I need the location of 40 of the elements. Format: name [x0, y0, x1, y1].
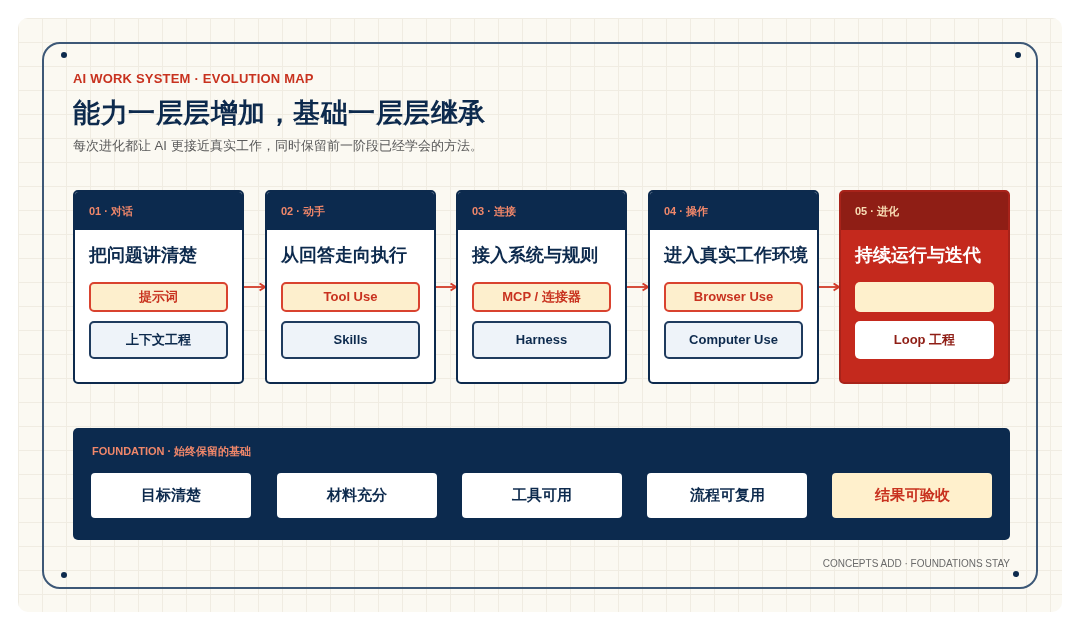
featured-concept-tag: Tool Use — [281, 282, 420, 312]
stage-title: 接入系统与规则 — [472, 244, 598, 267]
stage-card — [265, 190, 436, 384]
foundation-item: 材料充分 — [277, 473, 437, 518]
foundation-item: 工具可用 — [462, 473, 622, 518]
arrow — [243, 282, 266, 292]
concept-tag: 上下文工程 — [89, 321, 228, 359]
stage-card — [648, 190, 819, 384]
concept-tag: Computer Use — [664, 321, 803, 359]
stage-title: 进入真实工作环境 — [664, 244, 808, 267]
featured-concept-tag: MCP / 连接器 — [472, 282, 611, 312]
foundation-heading: FOUNDATION · 始终保留的基础 — [92, 444, 252, 458]
foundation-item: 结果可验收 — [832, 473, 992, 518]
stage-card — [456, 190, 627, 384]
stage-title: 把问题讲清楚 — [89, 244, 197, 267]
concept-tag: Loop 工程 — [855, 321, 994, 359]
eyebrow-text: AI WORK SYSTEM · EVOLUTION MAP — [73, 70, 314, 88]
concept-tag: Skills — [281, 321, 420, 359]
featured-concept-tag: 提示词 — [89, 282, 228, 312]
stage-header: 05 · 进化 — [841, 192, 1008, 230]
arrow — [818, 282, 840, 292]
foundation-item: 目标清楚 — [91, 473, 251, 518]
featured-concept-tag: Browser Use — [664, 282, 803, 312]
page-title: 能力一层层增加，基础一层层继承 — [73, 97, 486, 130]
subtitle-text: 每次进化都让 AI 更接近真实工作，同时保留前一阶段已经学会的方法。 — [73, 137, 483, 155]
concept-tag: Harness — [472, 321, 611, 359]
stage-header: 03 · 连接 — [458, 192, 625, 230]
stage-card — [73, 190, 244, 384]
stage-title: 持续运行与迭代 — [855, 244, 981, 267]
stage-header: 01 · 对话 — [75, 192, 242, 230]
stage-card — [839, 190, 1010, 384]
stage-header: 02 · 动手 — [267, 192, 434, 230]
footer-note: CONCEPTS ADD · FOUNDATIONS STAY — [822, 557, 1010, 571]
stage-header: 04 · 操作 — [650, 192, 817, 230]
arrow — [435, 282, 457, 292]
blank-tag — [855, 282, 994, 312]
arrow — [626, 282, 649, 292]
foundation-item: 流程可复用 — [647, 473, 807, 518]
stage-title: 从回答走向执行 — [281, 244, 407, 267]
foundation-panel — [73, 428, 1010, 540]
